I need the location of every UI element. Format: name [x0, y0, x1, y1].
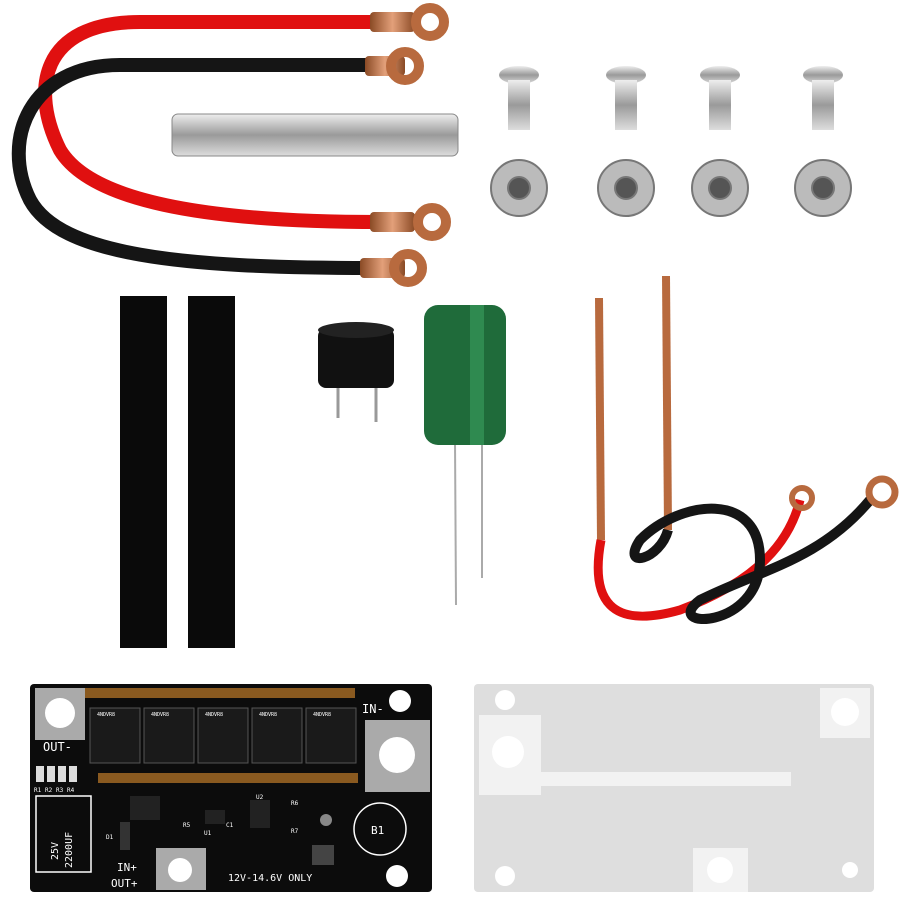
label-cap-value: 2200UF — [64, 832, 75, 868]
label-u1: U1 — [204, 830, 212, 837]
push-button — [312, 845, 334, 865]
welding-cables — [11, 3, 451, 287]
label-c1: C1 — [226, 822, 234, 829]
insulation-strip — [120, 296, 167, 648]
label-r5: R5 — [183, 822, 191, 829]
welding-pens — [593, 275, 899, 625]
pcb-back — [474, 684, 874, 892]
label-r6: R6 — [291, 800, 299, 807]
black-cable — [11, 58, 371, 275]
nuts — [490, 159, 852, 217]
label-voltage: 12V-14.6V ONLY — [228, 873, 312, 884]
label-d1: D1 — [106, 834, 114, 841]
mosfet-label: 4NDVR8 — [97, 712, 115, 718]
label-in-minus: IN- — [362, 702, 384, 716]
mosfet-label: 4NDVR8 — [259, 712, 277, 718]
label-r1: R1 — [34, 787, 42, 794]
pcb-front: 4NDVR8 4NDVR8 4NDVR8 4NDVR8 4NDVR8 OUT- … — [30, 684, 432, 892]
label-u2: U2 — [256, 794, 264, 801]
label-r2: R2 — [45, 787, 53, 794]
insulation-strip — [188, 296, 235, 648]
buzzer — [318, 322, 394, 422]
screws — [499, 66, 843, 130]
capacitor — [424, 305, 506, 606]
label-in-plus: IN+ — [117, 861, 137, 874]
label-out-minus: OUT- — [43, 740, 72, 754]
label-cap-voltage: 25V — [50, 842, 61, 860]
label-r4: R4 — [67, 787, 75, 794]
label-r3: R3 — [56, 787, 64, 794]
nickel-strip — [171, 113, 459, 157]
mosfet-label: 4NDVR8 — [313, 712, 331, 718]
label-b1: B1 — [371, 824, 384, 837]
mosfet-label: 4NDVR8 — [151, 712, 169, 718]
label-out-plus: OUT+ — [111, 877, 138, 890]
red-cable — [38, 15, 381, 229]
label-r7: R7 — [291, 828, 299, 835]
mosfet-label: 4NDVR8 — [205, 712, 223, 718]
